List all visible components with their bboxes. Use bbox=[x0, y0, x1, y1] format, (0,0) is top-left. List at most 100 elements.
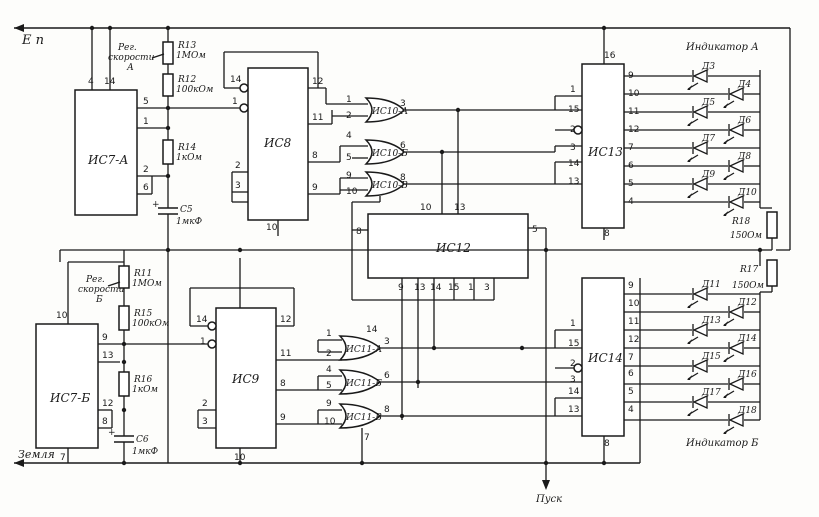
svg-text:1: 1 bbox=[326, 329, 332, 339]
speed-b-label-1: Рег. bbox=[85, 275, 105, 285]
svg-text:10: 10 bbox=[324, 417, 336, 427]
indicator-a-diode-3: Д5 bbox=[624, 98, 760, 126]
svg-text:ИС7-Б: ИС7-Б bbox=[49, 391, 90, 405]
indicator-b-diode-2: Д12 bbox=[624, 298, 760, 326]
svg-text:14: 14 bbox=[430, 283, 442, 293]
svg-text:14: 14 bbox=[366, 325, 378, 335]
svg-text:9: 9 bbox=[102, 333, 108, 343]
svg-text:ИС10-В: ИС10-В bbox=[371, 181, 408, 191]
svg-text:8: 8 bbox=[356, 227, 362, 237]
svg-text:8: 8 bbox=[312, 151, 318, 161]
svg-text:1МОм: 1МОм bbox=[176, 51, 206, 61]
ic8-chip: ИС8 14 1 12 11 2 3 8 9 10 bbox=[230, 67, 323, 233]
ic7a-chip: ИС7-А 4 14 5 1 2 6 bbox=[74, 77, 149, 216]
indicator-a-diode-label: Д9 bbox=[701, 170, 715, 180]
svg-text:3: 3 bbox=[235, 181, 241, 191]
svg-text:1кОм: 1кОм bbox=[132, 385, 158, 395]
svg-text:13: 13 bbox=[568, 177, 579, 187]
svg-text:1: 1 bbox=[200, 337, 206, 347]
svg-text:100кОм: 100кОм bbox=[132, 319, 169, 329]
gate-ic11b: ИС11-Б bbox=[338, 369, 382, 395]
svg-text:ИС10-А: ИС10-А bbox=[371, 107, 408, 117]
svg-text:3: 3 bbox=[570, 143, 576, 153]
indicator-a-diode-label: Д5 bbox=[701, 98, 715, 108]
indicator-a-diode-5: Д7 bbox=[624, 134, 760, 162]
speed-a-label-1: Рег. bbox=[117, 43, 137, 53]
svg-text:100кОм: 100кОм bbox=[176, 85, 213, 95]
svg-text:ИС12: ИС12 bbox=[435, 241, 471, 255]
svg-text:ИС11-В: ИС11-В bbox=[345, 413, 382, 423]
svg-text:8: 8 bbox=[384, 405, 390, 415]
svg-text:C6: C6 bbox=[136, 435, 149, 445]
svg-text:+: + bbox=[108, 428, 116, 438]
svg-text:1: 1 bbox=[468, 283, 474, 293]
svg-text:ИС8: ИС8 bbox=[263, 136, 292, 150]
svg-text:2: 2 bbox=[202, 399, 208, 409]
indicator-b-label: Индикатор Б bbox=[685, 438, 759, 449]
resistor-r17 bbox=[766, 259, 778, 287]
svg-text:150Ом: 150Ом bbox=[730, 231, 762, 241]
svg-text:10: 10 bbox=[346, 187, 358, 197]
svg-text:11: 11 bbox=[312, 113, 323, 123]
svg-text:2: 2 bbox=[326, 349, 332, 359]
gate-ic10b: ИС10-Б bbox=[364, 139, 408, 165]
junctions bbox=[89, 25, 763, 466]
gate-ic11c: ИС11-В bbox=[338, 403, 382, 429]
svg-text:1мкФ: 1мкФ bbox=[132, 447, 159, 457]
resistor-r16 bbox=[118, 371, 130, 397]
indicator-b-diode-label: Д14 bbox=[737, 334, 757, 344]
svg-text:10: 10 bbox=[628, 299, 640, 309]
indicator-a-diode-label: Д6 bbox=[737, 116, 751, 126]
indicator-b-diode-label: Д17 bbox=[701, 388, 721, 398]
svg-text:+: + bbox=[152, 200, 160, 210]
svg-text:R11: R11 bbox=[133, 269, 152, 279]
svg-text:9: 9 bbox=[312, 183, 318, 193]
svg-text:9: 9 bbox=[628, 281, 634, 291]
svg-text:ИС7-А: ИС7-А bbox=[87, 153, 128, 167]
indicator-b-diode-6: Д16 bbox=[624, 370, 760, 398]
indicator-a-diode-1: Д3 bbox=[624, 62, 760, 90]
svg-text:R17: R17 bbox=[739, 265, 759, 275]
supply-rail bbox=[14, 24, 790, 32]
svg-text:9: 9 bbox=[280, 413, 286, 423]
svg-text:1: 1 bbox=[570, 319, 576, 329]
indicator-a-diode-label: Д7 bbox=[701, 134, 715, 144]
svg-text:4: 4 bbox=[88, 77, 94, 87]
resistor-r11 bbox=[118, 265, 130, 289]
indicator-a-diode-label: Д8 bbox=[737, 152, 751, 162]
svg-text:1МОм: 1МОм bbox=[132, 279, 162, 289]
resistor-r12 bbox=[162, 73, 174, 97]
svg-text:4: 4 bbox=[628, 405, 634, 415]
ground-rail bbox=[14, 459, 640, 467]
svg-text:R18: R18 bbox=[731, 217, 751, 227]
svg-text:10: 10 bbox=[420, 203, 432, 213]
svg-text:9: 9 bbox=[326, 399, 332, 409]
indicator-b-diode-label: Д15 bbox=[701, 352, 721, 362]
svg-text:R15: R15 bbox=[133, 309, 153, 319]
svg-text:14: 14 bbox=[230, 75, 242, 85]
indicator-b-diode-1: Д11 bbox=[624, 280, 760, 308]
indicator-b-diode-7: Д17 bbox=[624, 388, 760, 416]
svg-text:4: 4 bbox=[326, 365, 332, 375]
svg-text:8: 8 bbox=[102, 417, 108, 427]
svg-text:3: 3 bbox=[202, 417, 208, 427]
svg-text:R16: R16 bbox=[133, 375, 153, 385]
svg-text:ИС9: ИС9 bbox=[231, 372, 260, 386]
svg-text:1: 1 bbox=[232, 97, 238, 107]
speed-b-label-2: скорости bbox=[78, 285, 125, 295]
indicator-b-diode-label: Д12 bbox=[737, 298, 757, 308]
resistor-r15 bbox=[118, 305, 130, 331]
ground-label: Земля bbox=[18, 448, 55, 461]
resistor-r13 bbox=[162, 41, 174, 65]
svg-text:ИС14: ИС14 bbox=[587, 351, 623, 365]
supply-label: E п bbox=[21, 33, 44, 48]
svg-text:14: 14 bbox=[196, 315, 208, 325]
svg-text:C5: C5 bbox=[180, 205, 193, 215]
indicator-a-diode-label: Д4 bbox=[737, 80, 751, 90]
svg-text:4: 4 bbox=[346, 131, 352, 141]
svg-text:R14: R14 bbox=[177, 143, 197, 153]
svg-text:14: 14 bbox=[568, 159, 580, 169]
indicator-b-diode-label: Д16 bbox=[737, 370, 757, 380]
svg-text:14: 14 bbox=[568, 387, 580, 397]
